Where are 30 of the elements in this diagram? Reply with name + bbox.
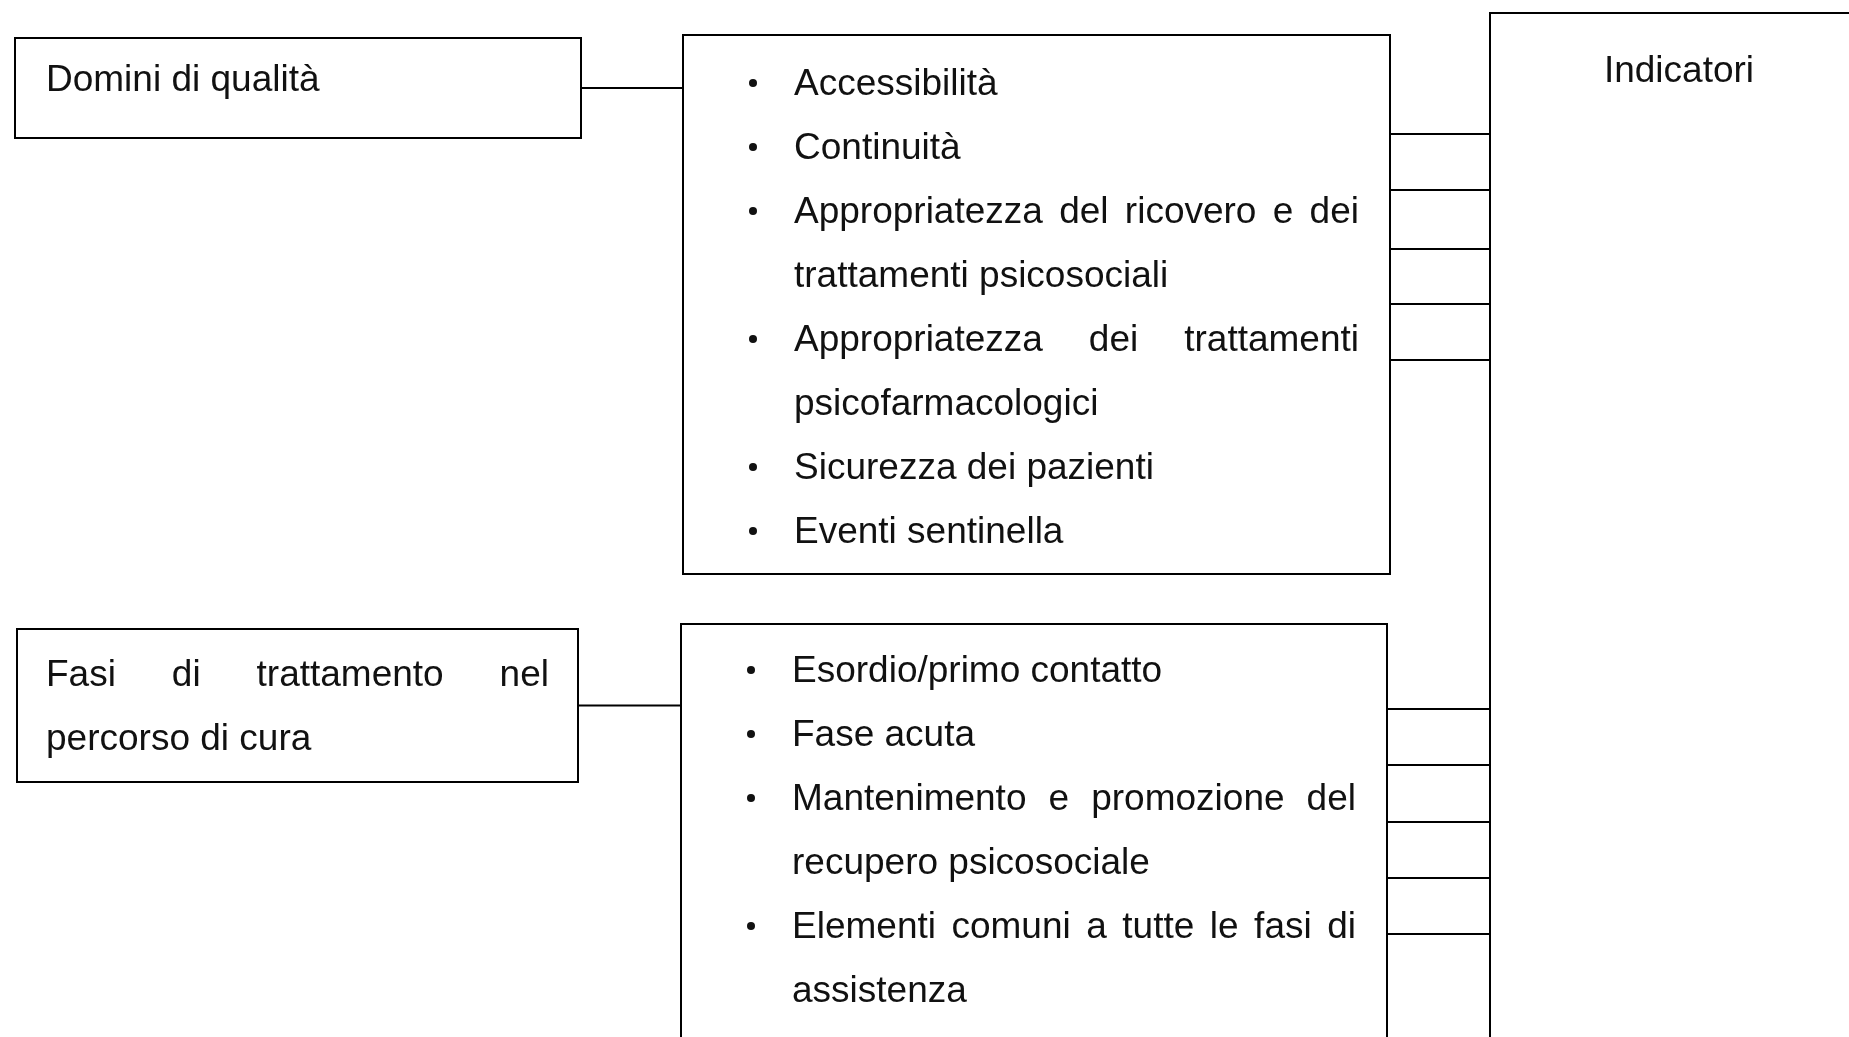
bullet-item: Appropriatezza dei trattamenti psicofarmacologici <box>794 307 1359 435</box>
connector-line <box>1390 303 1490 305</box>
connector-line <box>1387 764 1490 766</box>
bullet-item: Eventi sentinella <box>794 499 1359 563</box>
bullet-item: Appropriatezza del ricovero e dei trattamenti psicosociali <box>794 179 1359 307</box>
connector-line <box>578 704 681 707</box>
bullet-item: Continuità <box>794 115 1359 179</box>
list-box <box>680 623 1388 1037</box>
list-box <box>682 34 1391 575</box>
connector-line <box>1390 248 1490 250</box>
connector-line <box>581 87 683 89</box>
connector-line <box>1390 359 1490 361</box>
box-label: Domini di qualità <box>46 57 321 101</box>
bullet-item: Mantenimento e promozione del recupero psicosociale <box>792 766 1356 894</box>
connector-line <box>1387 821 1490 823</box>
bullet-item: Esordio/primo contatto <box>792 638 1356 702</box>
label-box <box>16 628 579 783</box>
connector-line <box>1387 933 1490 935</box>
box-label: Indicatori <box>1602 48 1756 92</box>
connector-line <box>1387 877 1490 879</box>
bullet-item: Sicurezza dei pazienti <box>794 435 1359 499</box>
connector-line <box>1390 133 1490 135</box>
bullet-item: Accessibilità <box>794 51 1359 115</box>
connector-line <box>1387 708 1490 710</box>
box-label: Fasi di trattamento nel percorso di cura <box>46 652 549 760</box>
label-box <box>1489 12 1849 1037</box>
connector-line <box>1390 189 1490 191</box>
bullet-item: Elementi comuni a tutte le fasi di assistenza <box>792 894 1356 1022</box>
label-box <box>14 37 582 139</box>
bullet-item: Fase acuta <box>792 702 1356 766</box>
